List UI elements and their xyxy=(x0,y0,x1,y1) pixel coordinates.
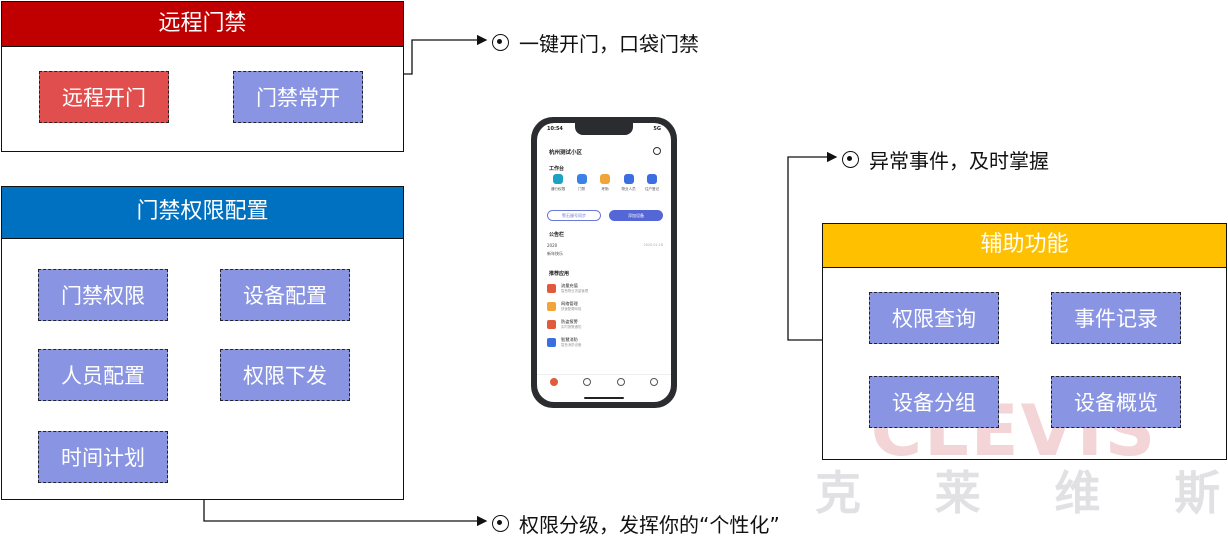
remote-door-title: 远程门禁 xyxy=(2,2,403,47)
status-bar: 10:54 5G xyxy=(547,126,661,134)
notice-text: 新年快乐 xyxy=(547,251,563,256)
workbench-item-label: 通行权限 xyxy=(550,187,566,191)
target-bullet-icon xyxy=(492,34,509,51)
notice-label: 公告栏 xyxy=(549,232,565,238)
app-name: 防盗报警 xyxy=(561,319,578,324)
status-signal: 5G xyxy=(653,126,661,132)
device-overview-tile[interactable]: 设备概览 xyxy=(1051,376,1181,428)
door-permission-tile[interactable]: 门禁权限 xyxy=(38,269,168,321)
workbench-item-label: 考勤 xyxy=(601,187,609,191)
app-name: 智慧消防 xyxy=(561,337,578,342)
sync-button[interactable]: 警石服号同步 xyxy=(547,210,601,221)
door-icon xyxy=(576,174,587,184)
phone-screen: 10:54 5G 杭州测试小区 工作台 通行权限 门禁 考勤 物业人员 住户登记… xyxy=(537,123,671,402)
workbench-item[interactable]: 门禁 xyxy=(571,174,593,192)
app-item[interactable]: 流量充值智慧物业流量管理 xyxy=(547,283,588,293)
message-tab-icon[interactable] xyxy=(583,378,592,386)
connector-assist xyxy=(787,151,838,341)
attendance-icon xyxy=(600,174,610,184)
app-item[interactable]: 网络管理快速配置网络 xyxy=(547,301,581,311)
app-sub: 智慧消防设备 xyxy=(561,343,582,348)
workbench-item-label: 门禁 xyxy=(577,187,586,191)
callout-assist: 异常事件，及时掌握 xyxy=(842,145,1049,174)
home-tab-icon[interactable] xyxy=(549,378,558,386)
watermark-char: 维 xyxy=(1054,466,1101,520)
callout-permission-text: 权限分级，发挥你的“个性化” xyxy=(519,513,780,537)
resident-icon xyxy=(647,174,657,184)
status-time: 10:54 xyxy=(547,126,563,132)
phone-buttons: 警石服号同步 添加设备 xyxy=(547,210,663,221)
alarm-icon xyxy=(547,319,556,329)
device-config-tile[interactable]: 设备配置 xyxy=(220,269,350,321)
workbench-item[interactable]: 通行权限 xyxy=(547,174,569,192)
workbench-item-label: 物业人员 xyxy=(621,187,636,191)
watermark-char: 斯 xyxy=(1173,466,1220,520)
community-name[interactable]: 杭州测试小区 xyxy=(549,150,583,156)
fire-icon xyxy=(547,337,556,347)
workbench-icons: 通行权限 门禁 考勤 物业人员 住户登记 xyxy=(547,174,663,192)
workbench-label: 工作台 xyxy=(549,166,565,172)
workbench-item-label: 住户登记 xyxy=(644,187,660,191)
assist-title: 辅助功能 xyxy=(823,224,1226,268)
home-indicator xyxy=(584,397,624,399)
callout-remote: 一键开门，口袋门禁 xyxy=(492,28,699,57)
workbench-item[interactable]: 物业人员 xyxy=(618,174,640,192)
device-group-tile[interactable]: 设备分组 xyxy=(869,376,999,428)
add-icon[interactable] xyxy=(653,147,661,155)
door-keep-open-tile[interactable]: 门禁常开 xyxy=(233,71,363,123)
time-schedule-tile[interactable]: 时间计划 xyxy=(38,431,168,483)
service-tab-icon[interactable] xyxy=(616,378,625,386)
app-sub: 实时报警通知 xyxy=(561,325,582,330)
connector-permission xyxy=(203,499,488,527)
watermark-char: 克 xyxy=(815,466,861,520)
traffic-icon xyxy=(547,283,556,293)
permission-query-tile[interactable]: 权限查询 xyxy=(869,292,999,344)
watermark-char: 莱 xyxy=(934,466,981,520)
workbench-item[interactable]: 考勤 xyxy=(594,174,616,192)
watermark-chinese: 克 莱 维 斯 xyxy=(815,470,1220,516)
phone-mockup: 10:54 5G 杭州测试小区 工作台 通行权限 门禁 考勤 物业人员 住户登记… xyxy=(531,117,677,408)
app-sub: 智慧物业流量管理 xyxy=(561,289,589,294)
permission-dispatch-tile[interactable]: 权限下发 xyxy=(220,349,350,401)
phone-notch xyxy=(575,123,633,135)
tab-bar xyxy=(537,374,671,394)
profile-tab-icon[interactable] xyxy=(650,378,659,386)
connector-remote xyxy=(404,34,488,75)
app-sub: 快速配置网络 xyxy=(561,307,582,312)
recommend-label: 推荐应用 xyxy=(549,271,570,277)
target-bullet-icon xyxy=(492,515,509,532)
notice-date: 2020.02.18 xyxy=(643,243,663,247)
add-device-button[interactable]: 添加设备 xyxy=(609,210,663,221)
notice-year: 2020 xyxy=(547,243,558,248)
app-item[interactable]: 智慧消防智慧消防设备 xyxy=(547,337,581,347)
app-name: 流量充值 xyxy=(561,283,578,288)
notice-row[interactable]: 2020 2020.02.18 xyxy=(547,243,663,248)
assist-panel: 辅助功能 权限查询 事件记录 设备分组 设备概览 xyxy=(822,223,1227,460)
callout-assist-text: 异常事件，及时掌握 xyxy=(869,149,1049,173)
callout-permission: 权限分级，发挥你的“个性化” xyxy=(492,509,780,538)
target-bullet-icon xyxy=(842,151,859,168)
app-item[interactable]: 防盗报警实时报警通知 xyxy=(547,319,581,329)
remote-open-tile[interactable]: 远程开门 xyxy=(39,71,169,123)
event-log-tile[interactable]: 事件记录 xyxy=(1051,292,1181,344)
app-name: 网络管理 xyxy=(561,301,578,306)
access-icon xyxy=(553,174,563,184)
permission-config-panel: 门禁权限配置 门禁权限 设备配置 人员配置 权限下发 时间计划 xyxy=(1,186,404,500)
staff-icon xyxy=(623,174,634,184)
remote-door-panel: 远程门禁 远程开门 门禁常开 xyxy=(1,1,404,152)
workbench-item[interactable]: 住户登记 xyxy=(641,174,663,192)
callout-remote-text: 一键开门，口袋门禁 xyxy=(519,32,699,56)
personnel-config-tile[interactable]: 人员配置 xyxy=(38,349,168,401)
network-icon xyxy=(547,301,556,311)
permission-config-title: 门禁权限配置 xyxy=(2,187,403,239)
